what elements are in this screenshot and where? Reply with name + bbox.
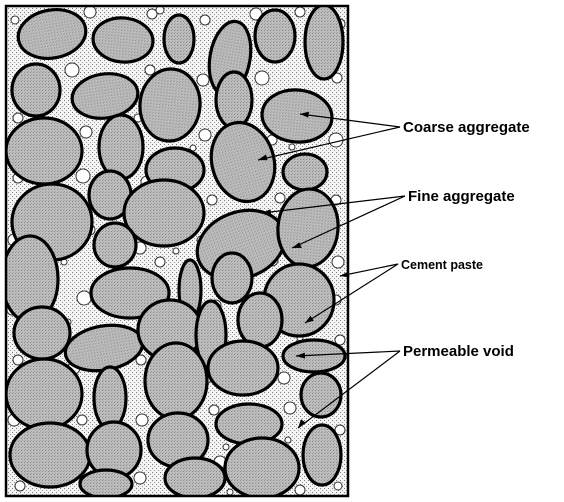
coarse-aggregate-particle <box>283 340 345 372</box>
fine-aggregate-grain <box>332 256 344 268</box>
fine-aggregate-grain <box>65 63 79 77</box>
fine-aggregate-grain <box>209 405 219 415</box>
fine-aggregate-grain <box>155 257 165 267</box>
fine-aggregate-grain <box>134 472 146 484</box>
fine-aggregate-grain <box>255 71 269 85</box>
coarse-aggregate-particle <box>303 425 341 485</box>
fine-aggregate-grain <box>197 74 209 86</box>
coarse-aggregate-particle <box>6 118 82 184</box>
coarse-aggregate-particle <box>208 341 278 395</box>
fine-aggregate-grain <box>76 169 90 183</box>
fine-aggregate-grain <box>136 414 148 426</box>
coarse-aggregate-particle <box>14 307 70 359</box>
fine-aggregate-grain <box>334 482 342 490</box>
fine-aggregate-grain <box>199 129 211 141</box>
coarse-aggregate-particle <box>145 343 207 419</box>
coarse-aggregate-particle <box>283 154 327 190</box>
fine-aggregate-grain <box>77 291 91 305</box>
fine-aggregate-grain <box>13 113 23 123</box>
fine-aggregate-grain <box>80 126 92 138</box>
coarse-aggregate-particle <box>94 223 136 267</box>
coarse-aggregate-particle <box>12 64 60 116</box>
fine-aggregate-grain <box>227 489 233 495</box>
coarse-aggregate-particle <box>305 5 343 79</box>
coarse-aggregate-particle <box>10 423 90 487</box>
fine-aggregate-grain <box>295 7 305 17</box>
label-permeable-void: Permeable void <box>403 343 514 360</box>
coarse-aggregate-particle <box>238 293 282 347</box>
coarse-aggregate-particle <box>212 253 252 303</box>
coarse-aggregate-particle <box>6 359 82 429</box>
fine-aggregate-grain <box>289 144 295 150</box>
coarse-aggregate-particle <box>99 115 143 179</box>
fine-aggregate-grain <box>223 444 229 450</box>
coarse-aggregate-particle <box>255 10 295 62</box>
fine-aggregate-grain <box>77 415 87 425</box>
label-cement-paste: Cement paste <box>401 258 483 272</box>
coarse-aggregate-particle <box>225 438 299 498</box>
fine-aggregate-grain <box>13 355 23 365</box>
coarse-aggregate-particle <box>164 15 194 63</box>
fine-aggregate-grain <box>207 195 217 205</box>
fine-aggregate-grain <box>329 133 343 147</box>
fine-aggregate-grain <box>275 193 285 203</box>
coarse-aggregate-particle <box>94 367 126 429</box>
fine-aggregate-grain <box>278 372 290 384</box>
coarse-aggregate-particle <box>80 470 132 498</box>
fine-aggregate-grain <box>200 15 210 25</box>
label-fine-aggregate: Fine aggregate <box>408 188 515 205</box>
fine-aggregate-grain <box>285 437 291 443</box>
fine-aggregate-grain <box>147 9 157 19</box>
label-coarse-aggregate: Coarse aggregate <box>403 119 530 136</box>
fine-aggregate-grain <box>11 16 19 24</box>
fine-aggregate-grain <box>173 248 179 254</box>
fine-aggregate-grain <box>15 481 25 491</box>
fine-aggregate-grain <box>284 402 296 414</box>
coarse-aggregate-particle <box>165 458 225 498</box>
coarse-aggregate-particle <box>216 72 252 128</box>
fine-aggregate-grain <box>84 6 96 18</box>
fine-aggregate-grain <box>145 65 155 75</box>
fine-aggregate-grain <box>295 485 305 495</box>
